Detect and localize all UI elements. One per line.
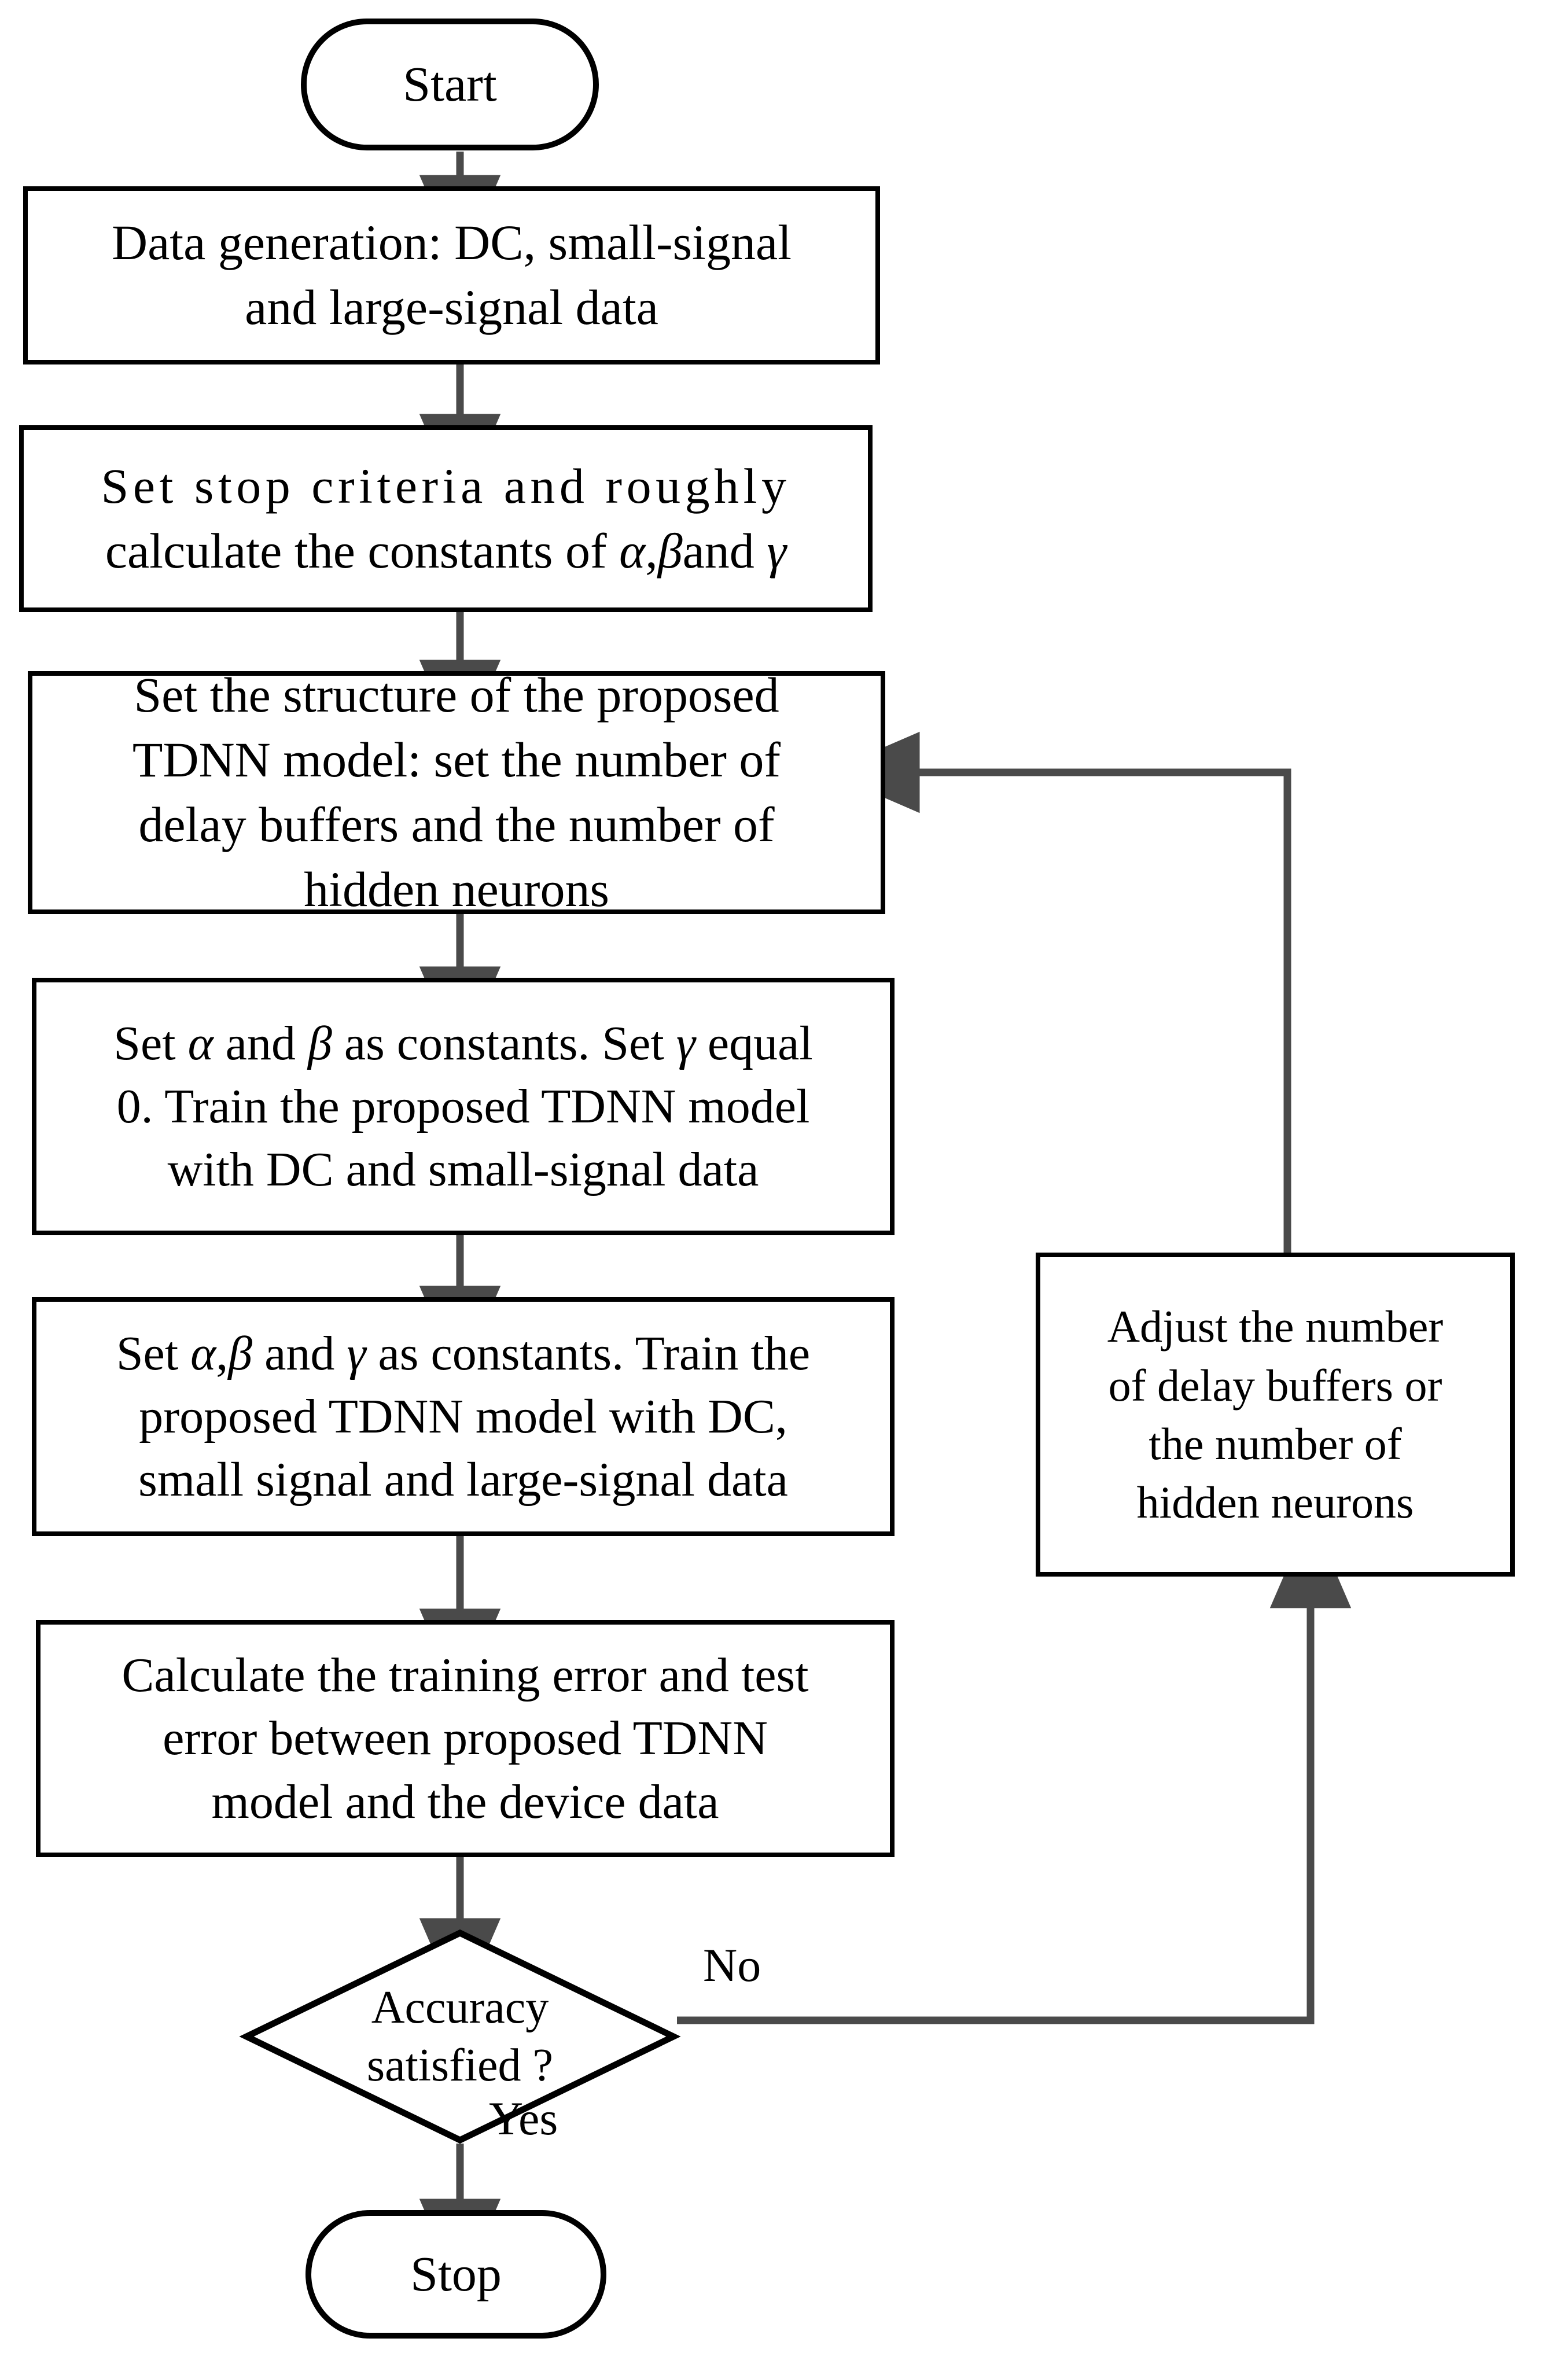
node-stop-criteria-label: Set stop criteria and roughly calculate … xyxy=(24,454,868,584)
t1-line2: 0. Train the proposed TDNN model xyxy=(116,1079,810,1133)
node-train-all[interactable]: Set α,β and γ as constants. Train the pr… xyxy=(32,1297,895,1536)
ss-line3: delay buffers and the number of xyxy=(138,797,775,852)
ce-line1: Calculate the training error and test xyxy=(122,1648,809,1703)
t2-a: Set xyxy=(116,1326,191,1380)
t1-c: as constants. Set xyxy=(332,1016,676,1070)
sc-line1: Set stop criteria and roughly xyxy=(101,458,791,514)
node-train-all-label: Set α,β and γ as constants. Train the pr… xyxy=(36,1322,890,1512)
adj-line2: of delay buffers or xyxy=(1108,1360,1442,1411)
sc-comma: , xyxy=(645,522,658,579)
greek-beta-icon: β xyxy=(307,1016,332,1070)
edge-adjust-to-structure xyxy=(826,731,1291,1253)
t2-comma: , xyxy=(216,1326,229,1380)
dg-line2: and large-signal data xyxy=(245,279,658,335)
greek-gamma-icon: γ xyxy=(347,1326,366,1380)
node-adjust-label: Adjust the number of delay buffers or th… xyxy=(1040,1297,1510,1532)
t1-line1: Set α and β as constants. Set γ equal xyxy=(113,1017,813,1070)
dg-line1: Data generation: DC, small-signal xyxy=(111,215,792,271)
greek-beta-icon: β xyxy=(228,1326,253,1380)
ce-line2: error between proposed TDNN xyxy=(163,1711,768,1766)
greek-alpha-icon: α xyxy=(619,522,646,579)
node-adjust[interactable]: Adjust the number of delay buffers or th… xyxy=(1036,1253,1515,1577)
greek-gamma-icon: γ xyxy=(676,1016,695,1070)
t1-d: equal xyxy=(695,1016,813,1070)
edge-label-yes: Yes xyxy=(489,2092,558,2145)
node-calc-error-label: Calculate the training error and test er… xyxy=(41,1644,890,1833)
node-calc-error[interactable]: Calculate the training error and test er… xyxy=(36,1620,895,1857)
edge-label-no: No xyxy=(703,1939,761,1991)
t2-c: as constants. Train the xyxy=(366,1326,811,1380)
t2-line2: proposed TDNN model with DC, xyxy=(139,1389,787,1444)
node-data-generation-label: Data generation: DC, small-signal and la… xyxy=(28,211,875,340)
adj-line1: Adjust the number xyxy=(1107,1301,1444,1352)
node-set-structure[interactable]: Set the structure of the proposed TDNN m… xyxy=(28,667,885,917)
sc-line2: calculate the constants of α,βand γ xyxy=(105,523,786,579)
node-train-dc-small-label: Set α and β as constants. Set γ equal 0.… xyxy=(36,1012,890,1202)
node-data-generation[interactable]: Data generation: DC, small-signal and la… xyxy=(23,186,880,364)
adj-line4: hidden neurons xyxy=(1136,1477,1414,1528)
t1-b: and xyxy=(213,1016,308,1070)
node-start-label: Start xyxy=(403,56,497,112)
node-set-structure-label: Set the structure of the proposed TDNN m… xyxy=(32,663,881,922)
t1-a: Set xyxy=(113,1016,188,1070)
greek-alpha-icon: α xyxy=(190,1326,216,1380)
node-stop-label: Stop xyxy=(410,2246,502,2302)
node-stop-criteria[interactable]: Set stop criteria and roughly calculate … xyxy=(19,425,873,612)
adj-line3: the number of xyxy=(1149,1419,1402,1469)
node-start[interactable]: Start xyxy=(301,19,599,150)
sc-mid: and xyxy=(682,522,767,579)
greek-alpha-icon: α xyxy=(187,1016,214,1070)
sc-line2-prefix: calculate the constants of xyxy=(105,522,620,579)
greek-gamma-icon: γ xyxy=(767,522,787,579)
t1-line3: with DC and small-signal data xyxy=(167,1143,759,1197)
decision-diamond-shape xyxy=(239,1929,681,2144)
ss-line1: Set the structure of the proposed xyxy=(134,667,779,723)
ce-line3: model and the device data xyxy=(211,1774,719,1829)
node-stop[interactable]: Stop xyxy=(305,2210,606,2339)
ss-line2: TDNN model: set the number of xyxy=(132,732,781,788)
greek-beta-icon: β xyxy=(657,522,683,579)
node-decision[interactable]: Accuracy satisfied ? xyxy=(239,1929,681,2144)
t2-line1: Set α,β and γ as constants. Train the xyxy=(116,1327,810,1380)
node-train-dc-small[interactable]: Set α and β as constants. Set γ equal 0.… xyxy=(32,978,895,1235)
ss-line4: hidden neurons xyxy=(304,861,609,917)
t2-b: and xyxy=(252,1326,347,1380)
t2-line3: small signal and large-signal data xyxy=(138,1453,788,1507)
